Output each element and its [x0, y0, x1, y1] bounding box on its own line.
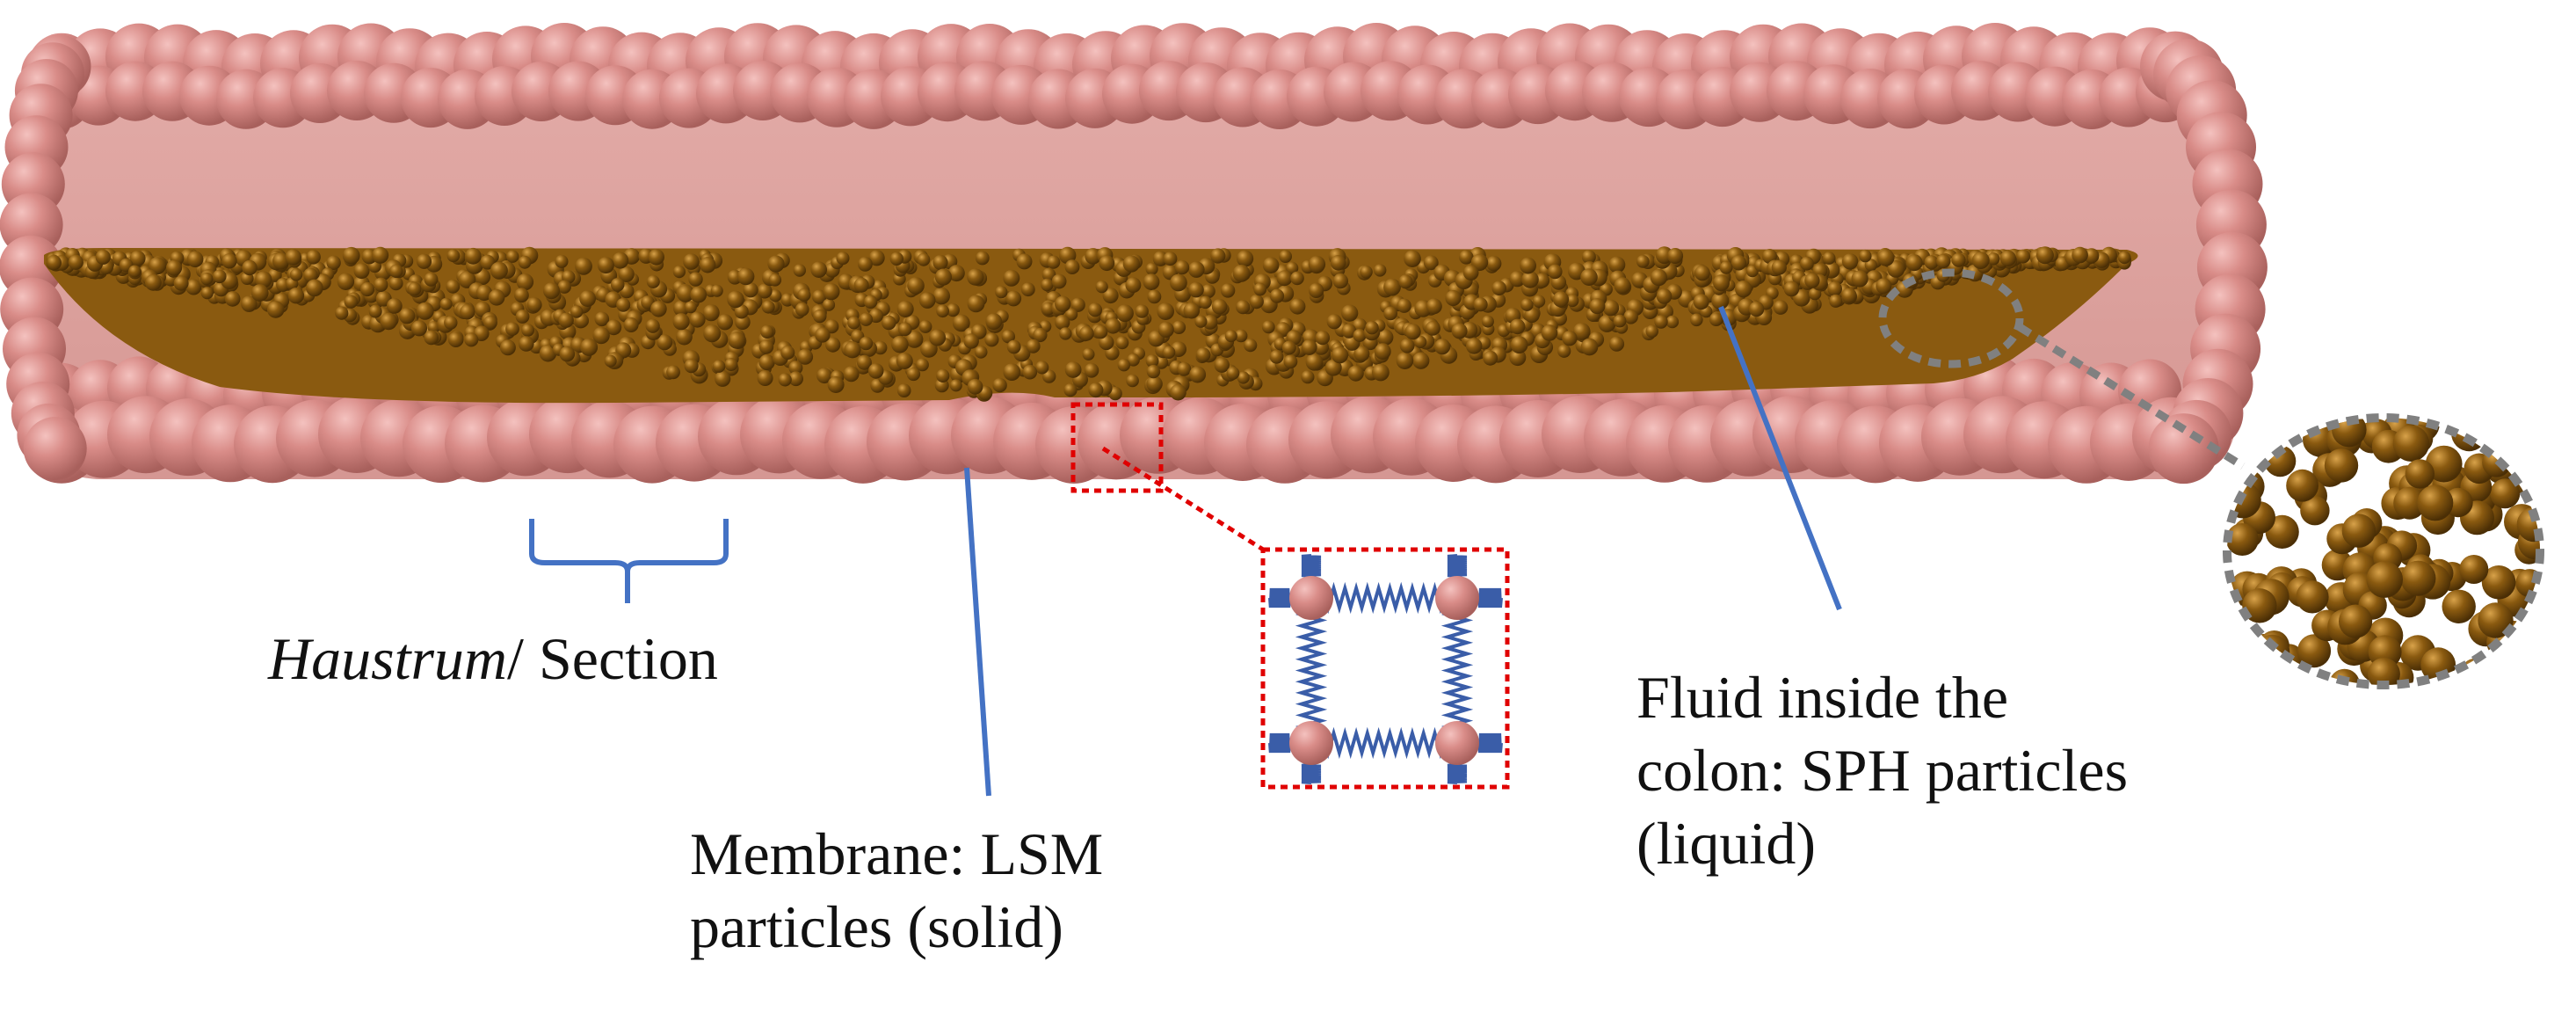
- lsm-node: [1289, 721, 1333, 765]
- haustrum-bracket: [529, 519, 729, 603]
- fluid-pointer: [1718, 305, 1842, 611]
- membrane-lsm-particles: [0, 23, 2268, 484]
- zoom-connector: [2017, 324, 2246, 470]
- lsm-node: [1289, 576, 1333, 620]
- lsm-spring-inset: [1260, 547, 1510, 790]
- lsm-node: [1435, 576, 1479, 620]
- fluid-zoom-view: [2223, 413, 2544, 689]
- zoom-outline: [2223, 413, 2544, 689]
- membrane-pointer: [964, 467, 991, 797]
- section-term: / Section: [507, 625, 718, 692]
- membrane-label-line-2: particles (solid): [690, 892, 1063, 960]
- fluid-zoom-source: [1878, 268, 2024, 368]
- haustrum-section-label: Haustrum/ Section: [268, 623, 718, 696]
- membrane-label: Membrane: LSM particles (solid): [690, 818, 1103, 964]
- highlight-connector: [1101, 446, 1269, 555]
- fluid-label: Fluid inside the colon: SPH particles (l…: [1636, 661, 2128, 880]
- spring-network: [1268, 554, 1503, 784]
- haustrum-term: Haustrum: [268, 625, 508, 692]
- fluid-sph-particles: [44, 246, 2138, 404]
- fluid-label-line-3: (liquid): [1636, 809, 1816, 877]
- fluid-label-line-2: colon: SPH particles: [1636, 736, 2129, 804]
- lsm-node: [1435, 721, 1479, 765]
- fluid-label-line-1: Fluid inside the: [1636, 664, 2009, 731]
- highlight-box: [1070, 402, 1164, 493]
- membrane-label-line-1: Membrane: LSM: [690, 820, 1104, 887]
